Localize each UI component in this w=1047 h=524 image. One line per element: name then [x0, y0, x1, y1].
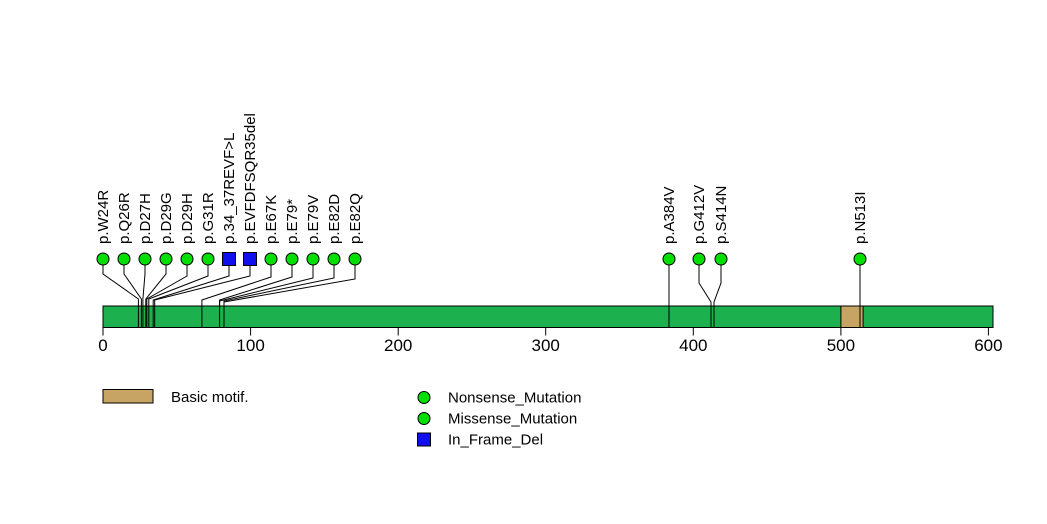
mutation-label: p.S414N [713, 186, 730, 244]
domain-legend-label: Basic motif. [171, 389, 249, 406]
legend-label-nonsense: Nonsense_Mutation [448, 390, 581, 407]
mutation-marker-circle [159, 252, 173, 266]
mutation-marker-circle [180, 252, 194, 266]
mutation-label: p.34_37REVF>L [221, 133, 238, 244]
mutation-marker-circle [662, 252, 676, 266]
domain-basic-motif [840, 305, 864, 328]
mutation-label: p.N513I [852, 191, 869, 244]
mutation-marker-square [222, 252, 236, 266]
mutation-marker-circle [692, 252, 706, 266]
mutation-label: p.G31R [200, 192, 217, 244]
mutation-marker-circle [201, 252, 215, 266]
axis-tick-label: 300 [532, 336, 560, 355]
mutation-label: p.Q26R [116, 192, 133, 244]
mutation-position-lines [137, 306, 861, 328]
legend-circle-nonsense [417, 391, 431, 404]
mutation-marker-circle [117, 252, 131, 266]
mutation-label: p.D29H [179, 193, 196, 244]
protein-bar [102, 305, 994, 328]
mutation-marker-circle [853, 252, 867, 266]
mutation-label: p.G412V [691, 185, 708, 244]
mutation-marker-circle [138, 252, 152, 266]
axis-tick-label: 0 [98, 336, 107, 355]
mutation-label: p.A384V [661, 186, 678, 244]
mutation-label: p.EVFDFSQR35del [242, 113, 259, 244]
mutation-marker-circle [348, 252, 362, 266]
legend-mutation-types: Nonsense_Mutation Missense_Mutation In_F… [417, 390, 581, 449]
mutation-label: p.E79V [305, 195, 322, 244]
mutation-marker-circle [96, 252, 110, 266]
mutation-label: p.E79* [284, 199, 301, 244]
mutation-marker-circle [285, 252, 299, 266]
mutation-marker-circle [306, 252, 320, 266]
legend-domain: Basic motif. [102, 389, 249, 406]
axis-tick-label: 500 [827, 336, 855, 355]
mutation-label: p.E82Q [347, 193, 364, 244]
axis-tick-label: 400 [679, 336, 707, 355]
domain-legend-swatch [102, 389, 154, 404]
mutation-label: p.E67K [263, 195, 280, 244]
mutation-label: p.D29G [158, 192, 175, 244]
x-axis: 0 100 200 300 400 500 600 [98, 327, 1003, 355]
mutation-marker-circle [264, 252, 278, 266]
mutation-label: p.W24R [95, 190, 112, 244]
legend-square-inframedel [417, 432, 431, 447]
mutation-label: p.E82D [326, 194, 343, 244]
legend-label-inframedel: In_Frame_Del [448, 432, 543, 449]
axis-tick-label: 600 [974, 336, 1002, 355]
axis-tick-label: 200 [384, 336, 412, 355]
mutation-marker-circle [327, 252, 341, 266]
axis-tick-label: 100 [236, 336, 264, 355]
legend-label-missense: Missense_Mutation [448, 411, 577, 428]
mutation-marker-circle [714, 252, 728, 266]
mutation-label: p.D27H [137, 193, 154, 244]
mutation-labels: p.W24R p.Q26R p.D27H p.D29G p.D29H p.G31… [95, 113, 869, 244]
mutation-marker-square [243, 252, 257, 266]
mutation-markers [96, 252, 867, 266]
legend-circle-missense [417, 412, 431, 425]
